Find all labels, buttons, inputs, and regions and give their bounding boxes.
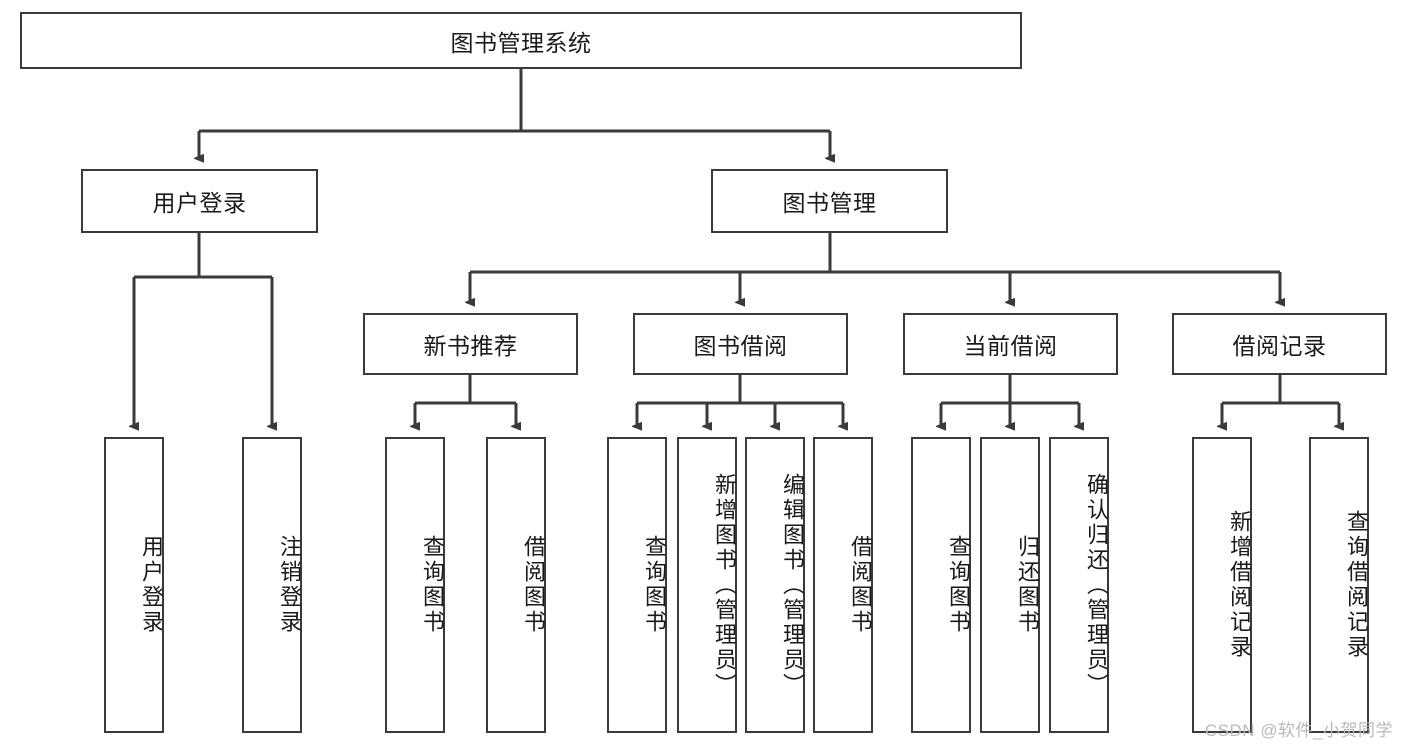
watermark: CSDN @软件_小贺同学 (1204, 721, 1393, 740)
node-book-borrow-child-query-book[interactable]: 查询图书 (607, 437, 667, 733)
node-label: 查询图书 (420, 535, 445, 635)
node-book-borrow-child-edit-book-admin[interactable]: 编辑图书（管理员） (745, 437, 805, 733)
node-user-login-label: 用户登录 (152, 190, 247, 216)
node-label: 借阅图书 (848, 535, 873, 635)
node-label: 查询借阅记录 (1344, 510, 1369, 660)
node-book-manage-label: 图书管理 (782, 190, 877, 216)
node-label: 查询图书 (642, 535, 667, 635)
node-borrow-record-label: 借阅记录 (1232, 333, 1327, 359)
node-borrow-record[interactable]: 借阅记录 (1172, 313, 1387, 375)
node-label: 确认归还（管理员） (1084, 472, 1109, 698)
node-new-book-recommend[interactable]: 新书推荐 (363, 313, 578, 375)
node-book-borrow[interactable]: 图书借阅 (633, 313, 848, 375)
node-label: 新增图书（管理员） (712, 472, 737, 698)
node-current-borrow[interactable]: 当前借阅 (903, 313, 1118, 375)
node-current-borrow-child-confirm-return-admin[interactable]: 确认归还（管理员） (1049, 437, 1109, 733)
node-book-borrow-child-add-book-admin[interactable]: 新增图书（管理员） (677, 437, 737, 733)
node-current-borrow-label: 当前借阅 (963, 333, 1058, 359)
node-root[interactable]: 图书管理系统 (20, 12, 1022, 69)
node-label: 新增借阅记录 (1227, 510, 1252, 660)
node-user-login-child-user-login[interactable]: 用户登录 (104, 437, 164, 733)
node-user-login[interactable]: 用户登录 (81, 169, 318, 233)
node-current-borrow-child-return-book[interactable]: 归还图书 (980, 437, 1040, 733)
node-label: 注销登录 (277, 535, 302, 635)
node-borrow-record-child-add-record[interactable]: 新增借阅记录 (1192, 437, 1252, 733)
node-label: 借阅图书 (521, 535, 546, 635)
node-label: 查询图书 (946, 535, 971, 635)
node-label: 编辑图书（管理员） (780, 472, 805, 698)
node-label: 归还图书 (1015, 535, 1040, 635)
node-root-label: 图书管理系统 (450, 29, 592, 56)
node-book-borrow-label: 图书借阅 (693, 333, 788, 359)
node-user-login-child-logout[interactable]: 注销登录 (242, 437, 302, 733)
node-new-book-child-query-book[interactable]: 查询图书 (385, 437, 445, 733)
node-new-book-recommend-label: 新书推荐 (423, 333, 518, 359)
node-label: 用户登录 (139, 535, 164, 635)
node-borrow-record-child-query-record[interactable]: 查询借阅记录 (1309, 437, 1369, 733)
node-new-book-child-borrow-book[interactable]: 借阅图书 (486, 437, 546, 733)
node-current-borrow-child-query-book[interactable]: 查询图书 (911, 437, 971, 733)
node-book-manage[interactable]: 图书管理 (711, 169, 948, 233)
node-book-borrow-child-borrow-book[interactable]: 借阅图书 (813, 437, 873, 733)
